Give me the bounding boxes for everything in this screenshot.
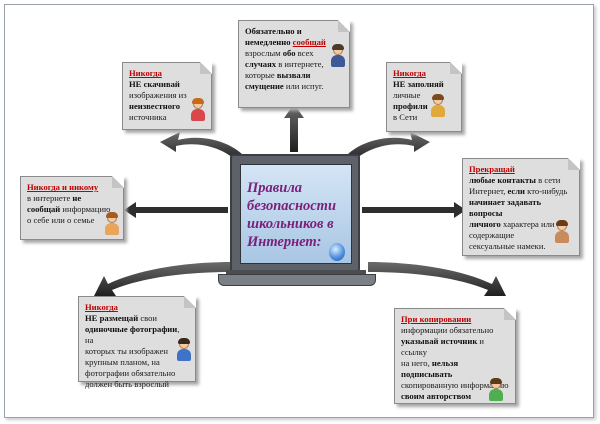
arrow-lower-left <box>94 262 232 296</box>
arrow-up <box>284 104 304 152</box>
laptop-hinge <box>226 270 366 274</box>
arrow-right <box>362 202 466 218</box>
arrow-upper-right <box>344 132 430 162</box>
laptop-screen: Правила безопасности школьников в Интерн… <box>240 164 352 264</box>
note-profiles: Никогда НЕ заполняй личные профили в Сет… <box>386 62 462 132</box>
note-personal-info: Никогда и никому в интернете не сообщай … <box>20 176 124 240</box>
girl-avatar-icon <box>191 98 205 121</box>
boy-avatar-icon <box>177 338 191 361</box>
businessman-avatar-icon <box>331 44 345 67</box>
laptop-base <box>218 274 376 286</box>
note-stop-contacts: Прекращай любые контакты в сети Интернет… <box>462 158 580 256</box>
arrow-lower-right <box>368 262 506 296</box>
globe-icon <box>329 243 345 261</box>
woman-avatar-icon <box>555 220 569 243</box>
laptop-monitor: Правила безопасности школьников в Интерн… <box>230 154 360 272</box>
diagram-title: Правила безопасности школьников в Интерн… <box>247 180 337 250</box>
note-download-images: Никогда НЕ скачивай изображения из неизв… <box>122 62 212 130</box>
boy-avatar-icon <box>431 94 445 117</box>
note-photos: Никогда НЕ размещай свои одиночные фотог… <box>78 296 196 389</box>
boy-avatar-icon <box>489 378 503 401</box>
arrow-left <box>124 202 228 218</box>
note-copying: При копировании информации обязательно у… <box>394 308 516 404</box>
note-report-adults: Обязательно и немедленно сообщай взрослы… <box>238 20 350 108</box>
girl-avatar-icon <box>105 212 119 235</box>
arrow-upper-left <box>160 132 246 162</box>
